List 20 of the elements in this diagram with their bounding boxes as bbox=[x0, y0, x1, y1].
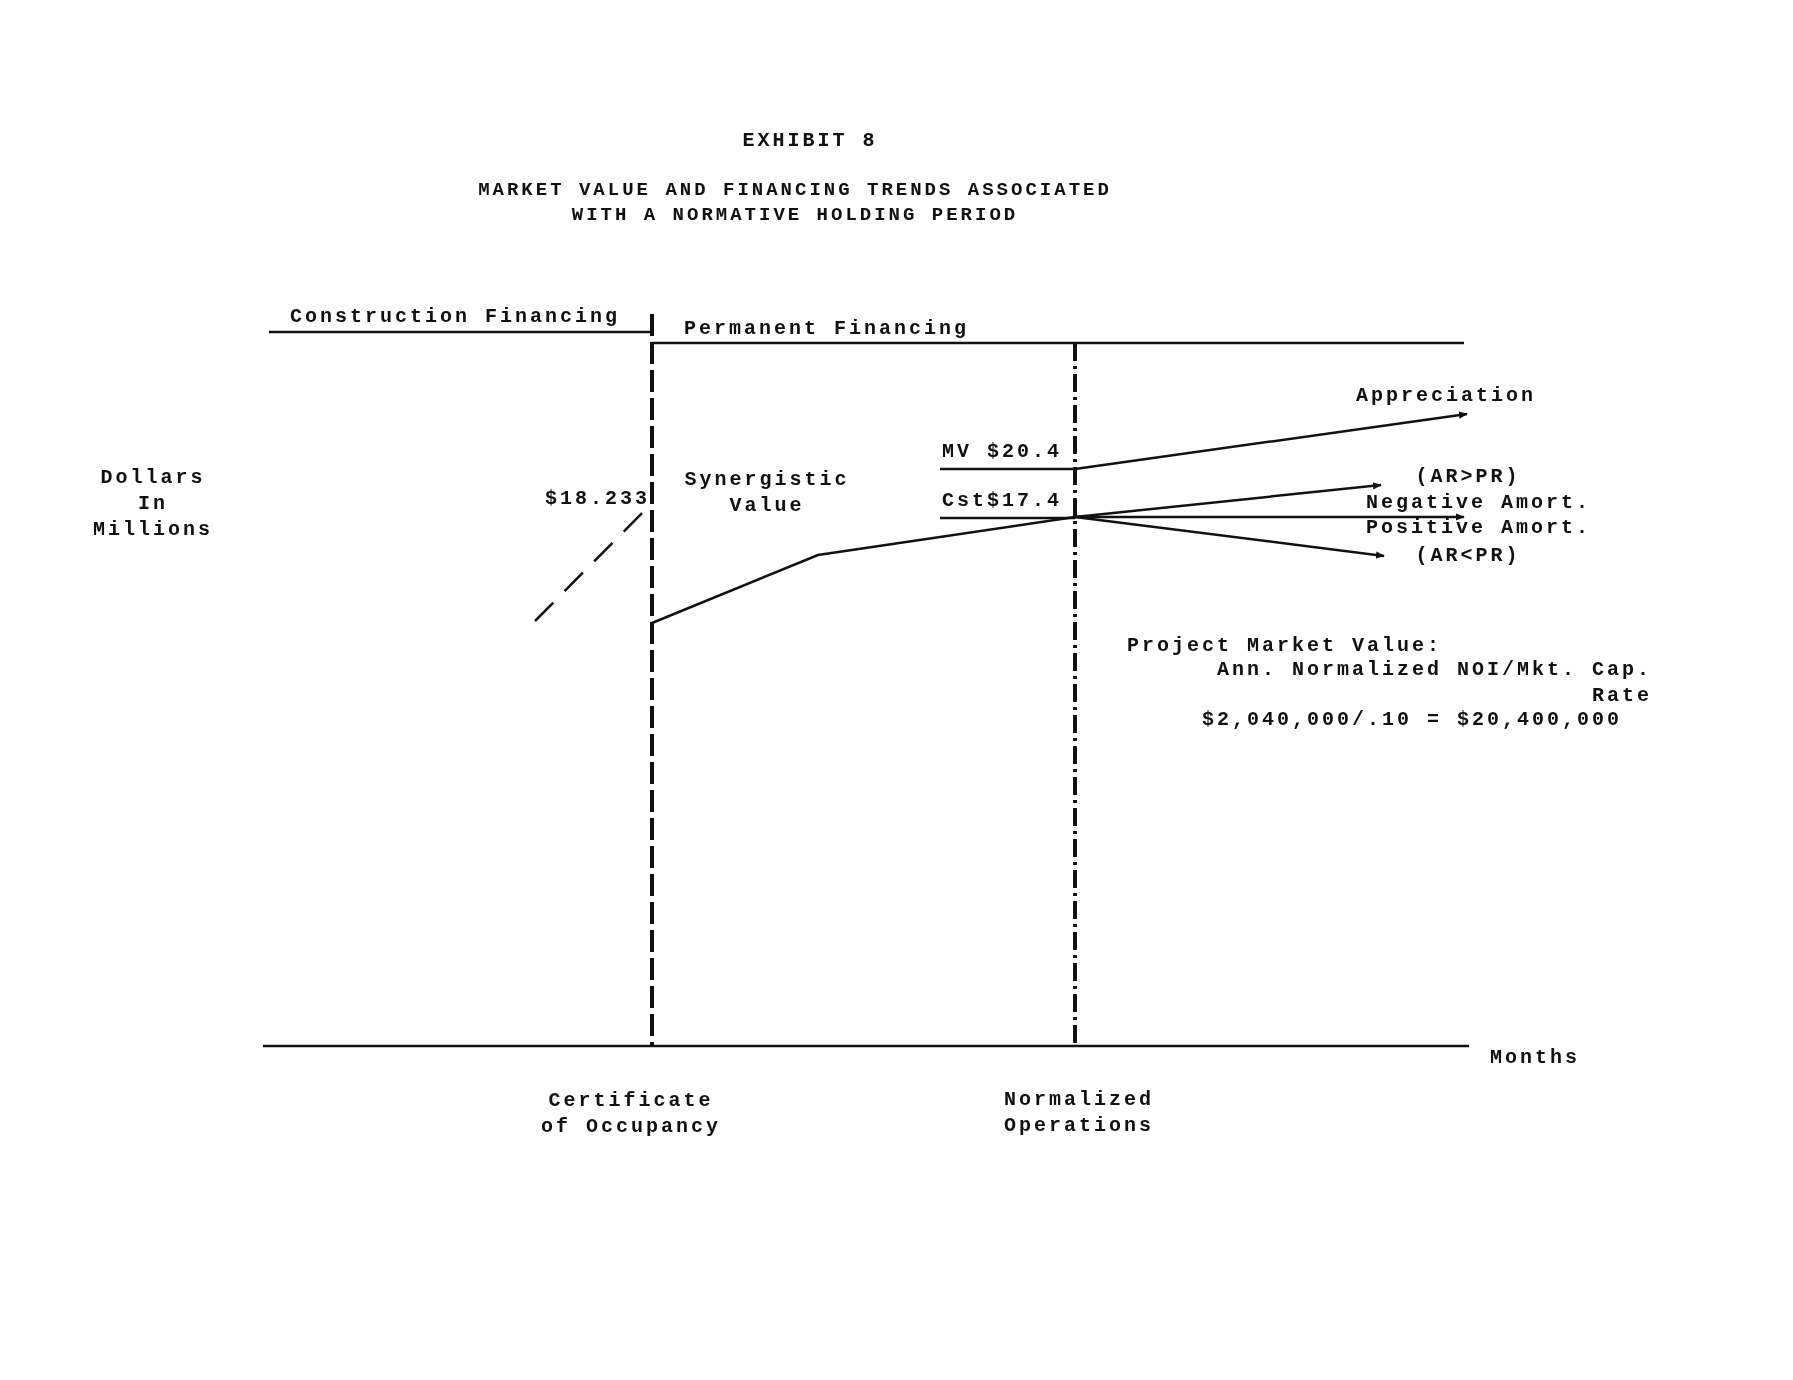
formula-text: Ann. Normalized NOI/Mkt. Cap. Rate bbox=[1215, 657, 1652, 709]
period-label: Construction Financing bbox=[290, 304, 622, 330]
trend-label: Negative Amort. bbox=[1366, 490, 1593, 516]
milestone-label: Normalized Operations bbox=[1004, 1087, 1156, 1139]
value-label: $18.233 bbox=[545, 486, 651, 512]
trend-label: (AR<PR) bbox=[1414, 543, 1522, 569]
formula-heading: Project Market Value: bbox=[1127, 633, 1444, 659]
trend-label: Appreciation bbox=[1356, 383, 1538, 409]
trend-label: Positive Amort. bbox=[1366, 515, 1593, 541]
milestone-label: Certificate of Occupancy bbox=[540, 1088, 722, 1140]
axis-title: Dollars In Millions bbox=[92, 465, 214, 543]
axis-title: Months bbox=[1490, 1045, 1581, 1071]
value-label: MV $20.4 bbox=[942, 439, 1063, 465]
exhibit-number: EXHIBIT 8 bbox=[741, 128, 879, 154]
title: MARKET VALUE AND FINANCING TRENDS ASSOCIATED WITH A NORMATIVE HOLDING PERIOD bbox=[477, 178, 1113, 228]
formula-text: $2,040,000/.10 = $20,400,000 bbox=[1202, 707, 1624, 733]
trend-label: (AR>PR) bbox=[1414, 464, 1522, 490]
period-label: Permanent Financing bbox=[684, 316, 971, 342]
value-label: Cst$17.4 bbox=[942, 488, 1063, 514]
region-label: Synergistic Value bbox=[683, 467, 851, 519]
